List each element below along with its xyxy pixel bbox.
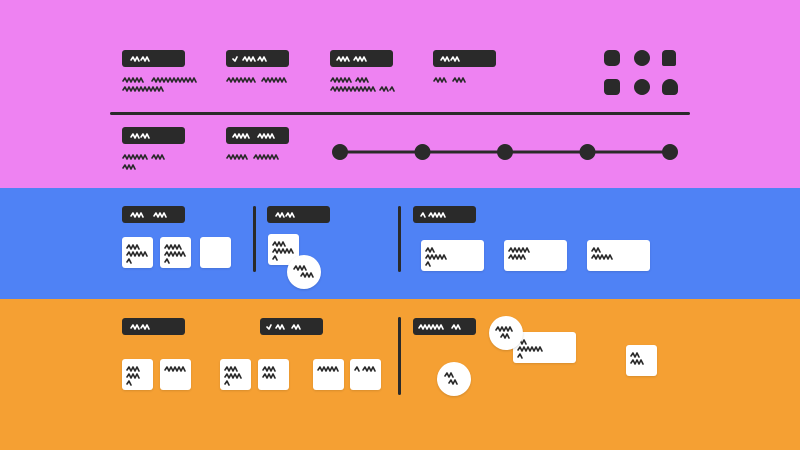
pink-section: [0, 0, 800, 188]
column-label-1-scribble: [130, 56, 150, 62]
column-text-4: [433, 77, 466, 83]
row2-label-2-scribble: [232, 133, 275, 139]
timeline-milestone[interactable]: [662, 144, 678, 160]
circle-note-scribble: [293, 265, 314, 278]
column-label-2: [226, 50, 289, 67]
column-text-2: [226, 77, 287, 83]
horizontal-divider: [110, 112, 690, 115]
orange-group-3-label: [413, 318, 476, 335]
circle-note[interactable]: [287, 255, 321, 289]
row2-label-1: [122, 127, 185, 144]
timeline: [332, 144, 678, 160]
sticky-scribble: [630, 352, 644, 365]
blue-group-2-label-scribble: [275, 212, 295, 218]
timeline-milestone[interactable]: [414, 144, 431, 160]
orange-group-2-label: [260, 318, 323, 335]
row2-text-1: [122, 154, 165, 170]
blue-group-1-label-scribble: [130, 212, 167, 218]
vertical-divider: [253, 206, 256, 272]
orange-group-1-label: [122, 318, 185, 335]
vertical-divider: [398, 317, 401, 395]
sticky-scribble: [164, 366, 186, 372]
row2-label-2: [226, 127, 289, 144]
column-label-2-scribble: [232, 56, 267, 62]
row2-text-2: [226, 154, 279, 160]
sticky-scribble: [508, 247, 530, 260]
dot-grid-icon-1: [604, 50, 620, 66]
sticky-note[interactable]: [200, 237, 231, 268]
timeline-milestone[interactable]: [497, 144, 513, 160]
dot-grid-icon-6: [662, 79, 678, 95]
vertical-divider: [398, 206, 401, 272]
sticky-scribble: [126, 244, 148, 264]
sticky-scribble: [126, 366, 140, 386]
sticky-scribble: [317, 366, 339, 372]
column-text-1: [122, 77, 197, 92]
sticky-scribble: [517, 339, 543, 359]
column-label-4: [433, 50, 496, 67]
dot-grid-icon-3: [662, 50, 676, 66]
dot-grid-icon-2: [634, 50, 650, 66]
sticky-scribble: [272, 241, 294, 261]
circle-note-scribble: [444, 372, 458, 385]
orange-group-2-label-scribble: [266, 324, 301, 330]
circle-note[interactable]: [489, 316, 523, 350]
column-label-1: [122, 50, 185, 67]
sticky-note[interactable]: [313, 359, 344, 390]
column-label-4-scribble: [440, 56, 460, 62]
dot-grid-icon-5: [634, 79, 650, 95]
circle-note[interactable]: [437, 362, 471, 396]
blue-group-3-label-scribble: [420, 212, 446, 218]
blue-section: [0, 188, 800, 299]
dot-grid-icon-4: [604, 79, 620, 95]
timeline-milestone[interactable]: [332, 144, 348, 160]
orange-group-3-label-scribble: [418, 324, 461, 330]
column-text-3: [330, 77, 395, 92]
sticky-note[interactable]: [350, 359, 381, 390]
orange-group-1-label-scribble: [130, 324, 150, 330]
column-label-3-scribble: [336, 56, 367, 62]
blue-group-2-label: [267, 206, 330, 223]
sticky-scribble: [591, 247, 613, 260]
sticky-scribble: [224, 366, 242, 386]
sticky-note[interactable]: [160, 359, 191, 390]
sticky-scribble: [425, 247, 447, 267]
blue-group-1-label: [122, 206, 185, 223]
circle-note-scribble: [495, 326, 513, 339]
sticky-scribble: [164, 244, 186, 264]
row2-label-1-scribble: [130, 133, 150, 139]
timeline-milestone[interactable]: [579, 144, 596, 160]
sticky-scribble: [262, 366, 276, 379]
sticky-scribble: [354, 366, 376, 372]
orange-section: [0, 299, 800, 450]
